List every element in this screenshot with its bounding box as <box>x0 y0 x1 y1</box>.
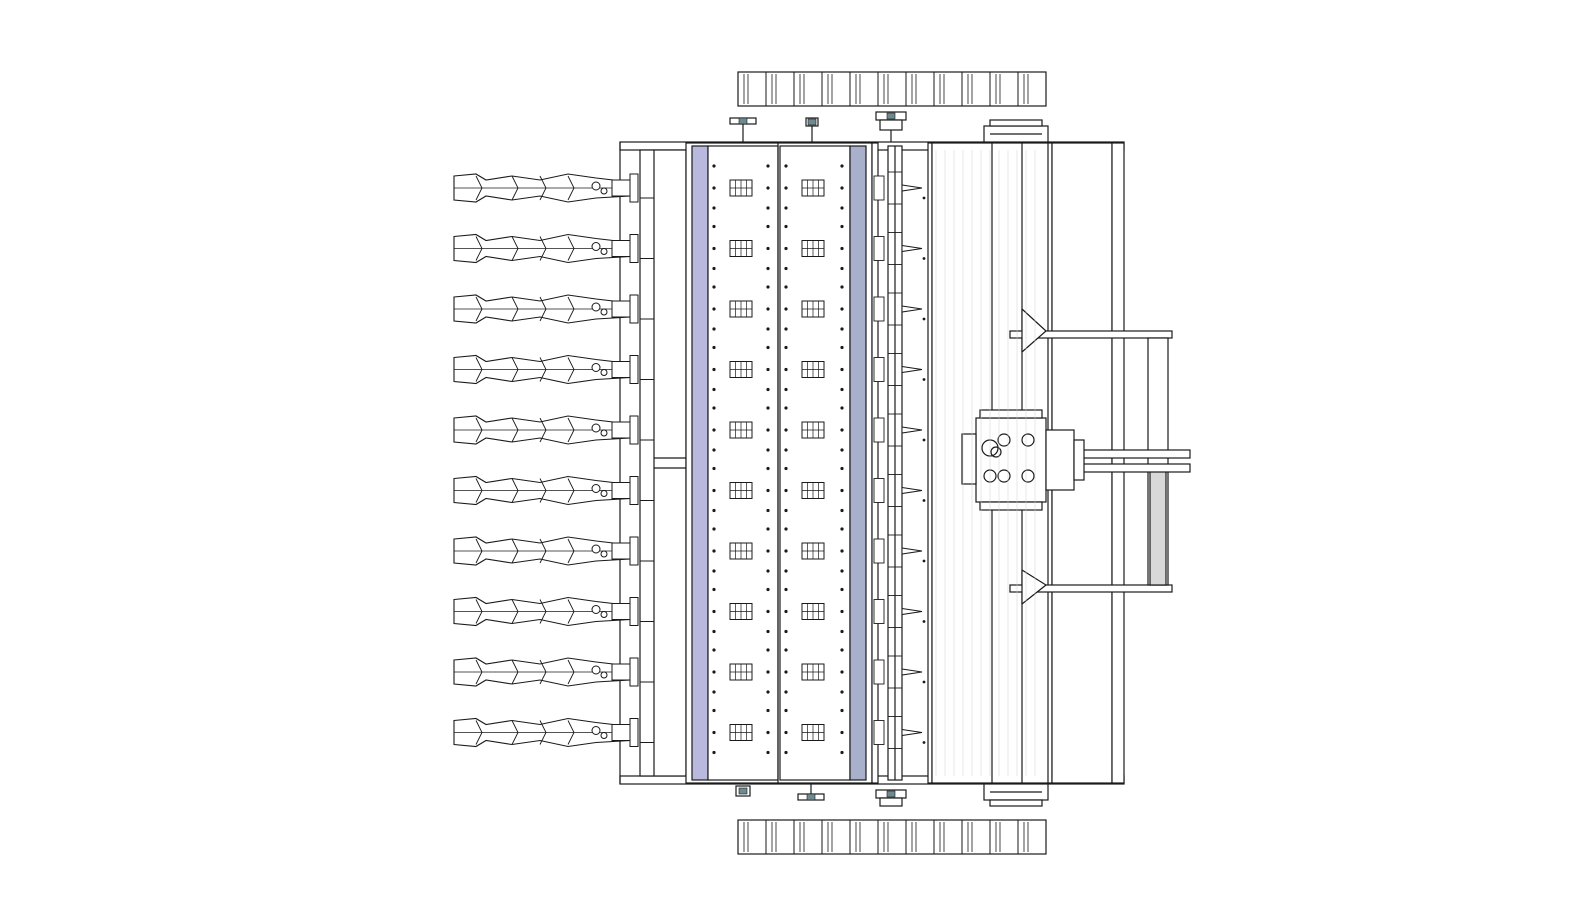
panel-bolt-dots <box>712 587 844 634</box>
rotor-tine <box>873 353 926 386</box>
coulter-arm <box>453 717 631 748</box>
seed-cup-left <box>729 179 753 197</box>
rotor-tine <box>873 171 926 205</box>
panel-bolt-dots <box>712 708 844 755</box>
seed-cup-left <box>729 240 753 257</box>
seeding-row-6 <box>453 466 926 513</box>
gearbox <box>961 409 1085 511</box>
fitting-nut <box>886 790 896 798</box>
seed-cup-left <box>729 603 753 620</box>
arm-mount <box>629 294 639 324</box>
seed-cup-left <box>729 482 753 499</box>
coulter-arm <box>453 657 631 687</box>
seed-cup-right <box>801 482 825 499</box>
arm-mount <box>629 718 639 747</box>
roller-drum-lines <box>935 150 1036 776</box>
seeding-row-1 <box>453 164 926 210</box>
fitting-nut <box>738 787 748 795</box>
rotor-tine <box>873 292 926 326</box>
seed-cup-left <box>729 663 753 681</box>
rotor-tine <box>873 232 926 265</box>
rotor-tine <box>873 595 926 628</box>
arm-mount <box>629 415 639 445</box>
seeding-row-5 <box>453 406 926 452</box>
arm-mount <box>629 355 639 384</box>
coulter-arm <box>453 596 631 627</box>
roller-bearing-bottom <box>983 783 1049 807</box>
rotor-tine <box>873 716 926 749</box>
seed-cup-right <box>801 724 825 741</box>
wheel-treads-top <box>737 72 1029 106</box>
three-point-hitch <box>1009 308 1191 605</box>
roller-bearing-top <box>983 119 1049 143</box>
drive-fittings-top <box>729 111 907 142</box>
arm-mount <box>629 234 639 263</box>
panel-bolt-dots <box>712 224 844 271</box>
rotor-tine <box>873 655 926 689</box>
arm-mount <box>629 657 639 687</box>
coulter-arm <box>453 354 631 385</box>
seed-cup-left <box>729 542 753 560</box>
seeding-row-2 <box>453 224 926 271</box>
seeding-row-4 <box>453 345 926 392</box>
panel-bolt-dots <box>712 527 844 573</box>
coulter-arm <box>453 233 631 264</box>
hopper-panels <box>685 142 873 784</box>
drive-fittings-bottom <box>735 784 907 807</box>
repeated-parts <box>453 72 1036 854</box>
panel-bolt-dots <box>712 466 844 513</box>
coulter-arm <box>453 475 631 506</box>
seed-cup-left <box>729 361 753 378</box>
coulter-arm <box>453 173 631 203</box>
seed-cup-right <box>801 179 825 197</box>
seed-cup-left <box>729 421 753 439</box>
fitting-nut <box>807 118 817 126</box>
seed-cup-right <box>801 300 825 318</box>
seed-cup-right <box>801 240 825 257</box>
seed-cup-right <box>801 421 825 439</box>
fitting-nut <box>806 793 816 801</box>
wheel-bottom <box>737 819 1047 855</box>
arm-mount <box>629 536 639 566</box>
fitting-nut <box>738 117 748 125</box>
coulter-arm <box>453 536 631 566</box>
coulter-arm <box>453 294 631 324</box>
seed-cup-right <box>801 663 825 681</box>
seeding-row-8 <box>453 587 926 634</box>
seeding-row-3 <box>453 285 926 331</box>
wheel-top <box>737 71 1047 107</box>
seed-cup-right <box>801 603 825 620</box>
panel-bolt-dots <box>712 345 844 392</box>
rotor-tine <box>873 534 926 568</box>
seed-cup-right <box>801 361 825 378</box>
wheel-treads-bottom <box>737 820 1029 854</box>
panel-bolt-dots <box>712 406 844 452</box>
fitting-nut <box>886 112 896 120</box>
rotor-tine <box>873 413 926 447</box>
arm-mount <box>629 597 639 626</box>
rotor-tine <box>873 474 926 507</box>
seed-cup-right <box>801 542 825 560</box>
arm-mount <box>629 173 639 203</box>
coulter-arm <box>453 415 631 445</box>
seed-cup-left <box>729 724 753 741</box>
panel-bolt-dots <box>712 164 844 210</box>
panel-bolt-dots <box>712 648 844 694</box>
arm-mount <box>629 476 639 505</box>
seeding-row-7 <box>453 527 926 573</box>
rotor-shaft <box>871 142 933 784</box>
seed-cup-left <box>729 300 753 318</box>
seeding-row-10 <box>453 708 926 755</box>
seeding-row-9 <box>453 648 926 694</box>
panel-bolt-dots <box>712 285 844 331</box>
